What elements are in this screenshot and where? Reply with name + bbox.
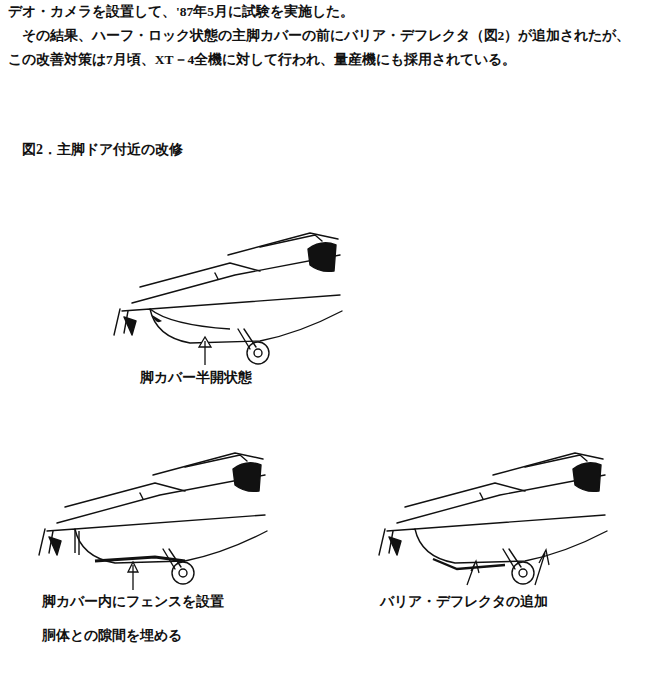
sketch-caption: 脚カバー半開状態 xyxy=(140,366,252,391)
body-text: その結果、ハーフ・ロック状態の主脚カバーの前にバリア・デフレクタ（図2）が追加さ… xyxy=(8,24,638,71)
sketch-caption: バリア・デフレクタの追加 xyxy=(380,590,548,615)
sketch-caption: 胴体との隙間を埋める xyxy=(42,624,182,649)
figure-title: 図2．主脚ドア付近の改修 xyxy=(22,138,183,163)
sketch-caption: 脚カバー内にフェンスを設置 xyxy=(42,590,224,615)
body-text: デオ・カメラを設置して、'87年5月に試験を実施した。 xyxy=(8,0,638,24)
